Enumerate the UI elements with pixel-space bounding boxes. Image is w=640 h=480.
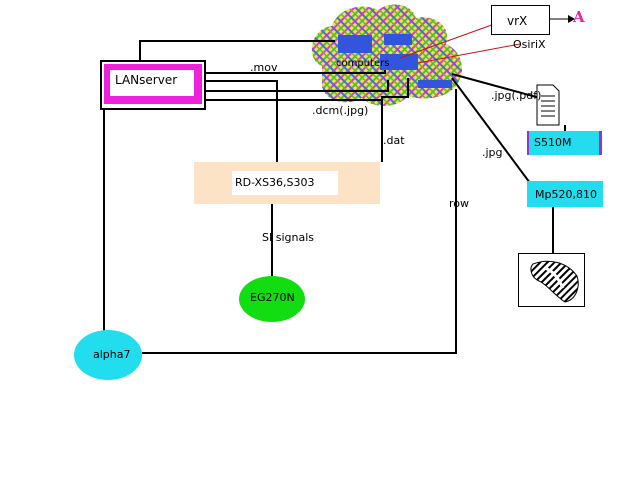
s510-label: S510M [534,136,572,149]
arrow-head-icon [568,15,575,23]
lanserver-panel [110,70,194,96]
computer-block-2 [384,34,412,45]
alpha-node [74,330,142,380]
edge-dcm [206,80,389,92]
edge-label-jpgpdf: .jpg(.pdf) [491,89,542,102]
edge-cloud-vrx [399,21,501,59]
edge-label-jpg: .jpg [482,146,503,159]
printed-image-icon [530,260,579,303]
edge-label-mov: .mov [250,61,278,74]
edge-lan-rd [206,80,278,162]
edge-jpg [451,77,531,184]
edge-jpgpdf [451,73,541,99]
printed-image-box [518,253,585,307]
edge-label-si-signals: SI signals [262,231,314,244]
lanserver-label: LANserver [115,73,178,87]
rd-label: RD-XS36,S303 [235,176,315,189]
edge-label-dcm: .dcm(.jpg) [312,104,369,117]
eg-label: EG270N [250,291,295,304]
vrx-node [491,5,550,35]
a-mark-label: A [573,8,585,26]
computers-label: computers [336,58,390,69]
rd-panel [232,171,338,195]
mp-label: Mp520,810 [535,188,597,201]
document-icon [536,84,560,126]
connector-lines [103,40,566,354]
edge-alpha-row [142,89,457,354]
vrx-label: vrX [507,14,528,28]
s510-node [527,131,602,155]
edge-label-dat: .dat [383,134,405,147]
computer-block-3 [380,54,418,70]
edge-mov [206,70,386,74]
eg-node [239,276,305,322]
alpha-label: alpha7 [93,348,131,361]
computer-block-4 [418,80,452,88]
osirix-label: OsiriX [513,38,546,51]
edge-lan-cloud-low [206,78,409,101]
edge-label-row: row [449,197,470,210]
mp-node [527,181,603,207]
computer-block-1 [338,35,372,53]
edge-lan-top [139,40,335,60]
edge-cloud-osirix [417,43,521,64]
